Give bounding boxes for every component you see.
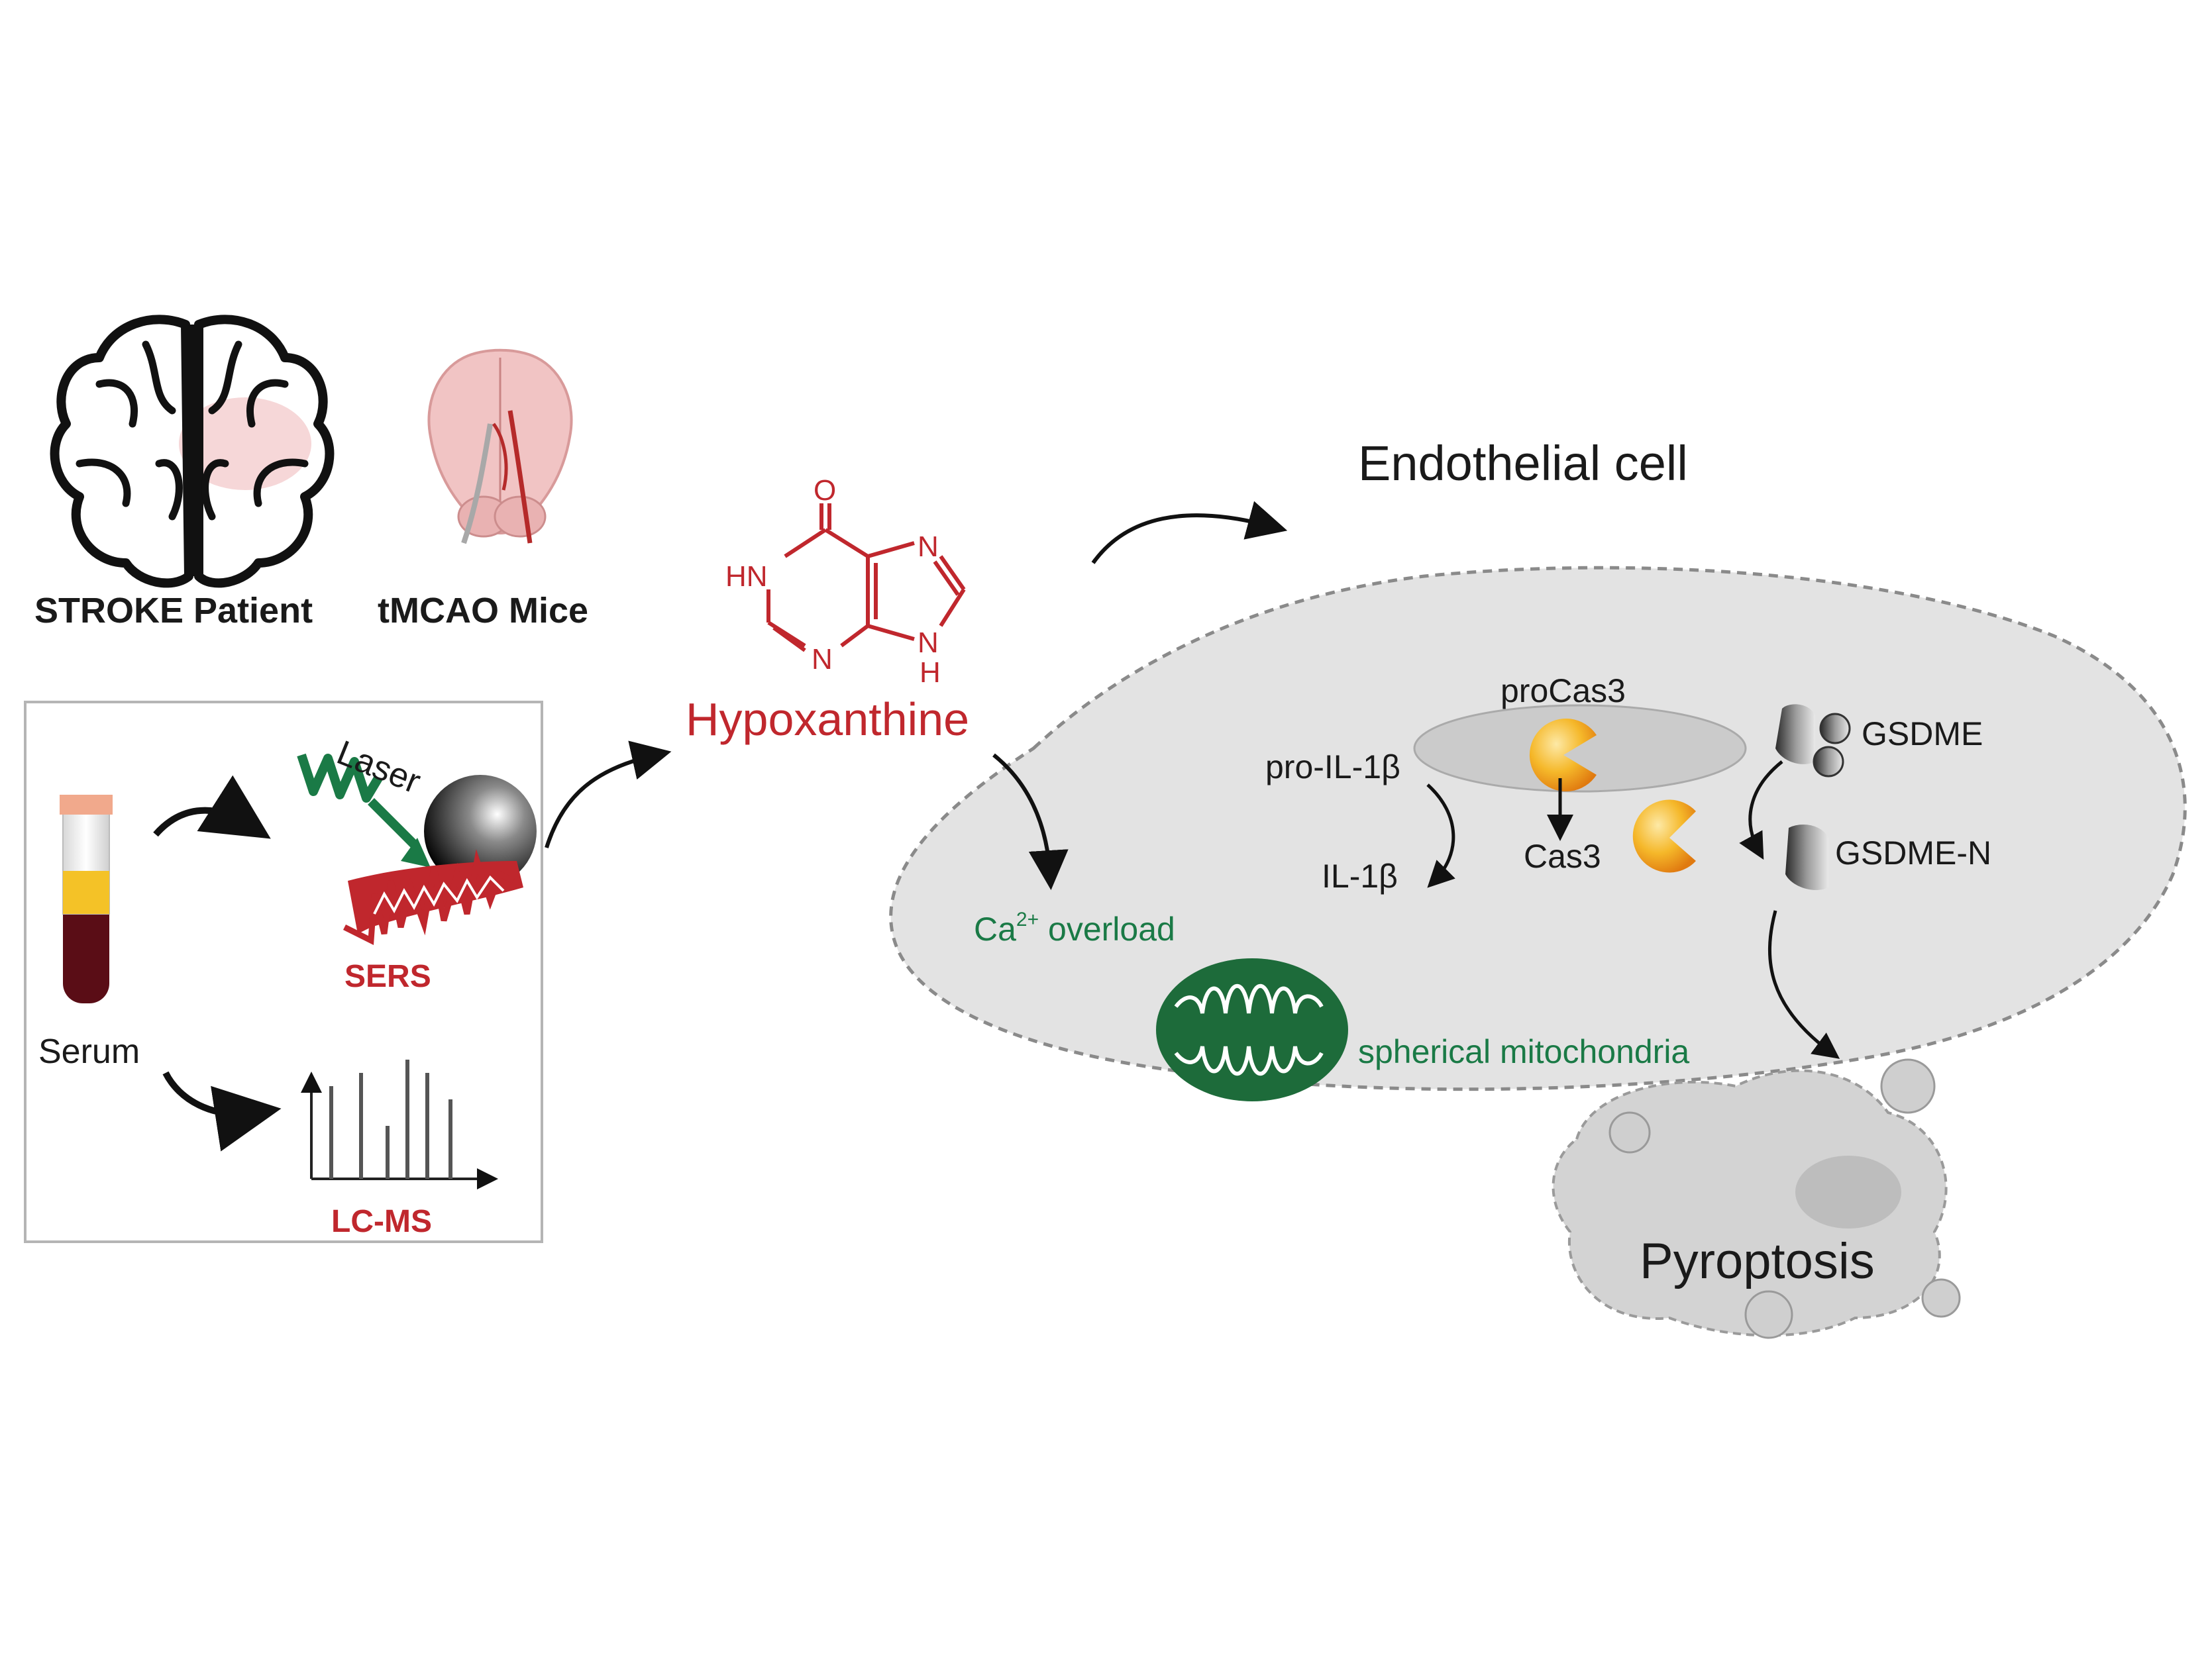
hypoxanthine-label: Hypoxanthine — [686, 693, 969, 745]
cas3-label: Cas3 — [1524, 838, 1601, 875]
human-brain-icon — [50, 315, 335, 588]
stroke-patient-label: STROKE Patient — [34, 591, 313, 630]
gsdme-n-protein-icon — [1785, 825, 1828, 890]
lcms-spectrum-icon — [301, 1060, 498, 1189]
hypoxanthine-to-cell-arrow — [1091, 501, 1288, 564]
il1b-label: IL-1β — [1322, 858, 1398, 895]
ca-charge-superscript: 2+ — [1016, 909, 1039, 930]
pro-il1b-label: pro-IL-1β — [1265, 748, 1400, 785]
pyroptotic-cell-debris — [1552, 1058, 1961, 1339]
nanoparticle-sphere-icon — [424, 775, 537, 887]
atom-o: O — [814, 474, 836, 507]
pyroptosis-label: Pyroptosis — [1640, 1233, 1875, 1289]
sers-spectrum-icon — [342, 849, 523, 946]
pro-il1b-to-il1b-arrow — [1426, 783, 1455, 888]
mouse-brain-icon — [427, 348, 573, 544]
hypoxanthine-structure — [766, 503, 966, 652]
gsdme-protein-icon — [1775, 704, 1851, 778]
hypoxanthine-to-ca-arrow — [992, 753, 1069, 890]
procas3-enzyme-icon — [1529, 718, 1597, 791]
ca-overload-label: Ca2+ overload — [974, 909, 1175, 948]
gsdme-to-gsdme-n-arrow — [1739, 760, 1783, 860]
ca-overload-text: overload — [1039, 911, 1175, 948]
gsdme-n-to-pyroptosis-arrow — [1768, 910, 1840, 1059]
endothelial-cell-label: Endothelial cell — [1358, 436, 1688, 491]
atom-n-bottom: N — [812, 643, 833, 676]
spherical-mitochondria-icon — [1156, 958, 1348, 1101]
atom-h: H — [920, 656, 941, 689]
procas3-label: proCas3 — [1501, 672, 1626, 709]
atom-n-bottom-right: N — [918, 627, 939, 659]
atom-hn: HN — [725, 560, 768, 593]
mitochondria-label: spherical mitochondria — [1358, 1033, 1689, 1070]
lcms-label: LC-MS — [331, 1204, 432, 1239]
serum-label: Serum — [38, 1032, 140, 1071]
panel-to-hypoxanthine-arrow — [545, 740, 672, 848]
serum-tube-icon — [60, 795, 113, 1003]
serum-to-sers-arrow — [153, 775, 271, 839]
laser-wave-icon — [297, 753, 431, 868]
gsdme-label: GSDME — [1862, 715, 1983, 752]
gsdme-n-label: GSDME-N — [1835, 834, 1991, 872]
atom-n-top-right: N — [918, 530, 939, 563]
endothelial-cell-body — [889, 566, 2187, 1091]
sers-label: SERS — [344, 959, 431, 994]
cas3-enzyme-icon — [1632, 799, 1696, 873]
serum-to-lcms-arrow — [162, 1071, 282, 1152]
tmcao-mice-label: tMCAO Mice — [378, 591, 588, 630]
ca-symbol: Ca — [974, 911, 1016, 948]
procas3-platform — [1413, 704, 1747, 793]
